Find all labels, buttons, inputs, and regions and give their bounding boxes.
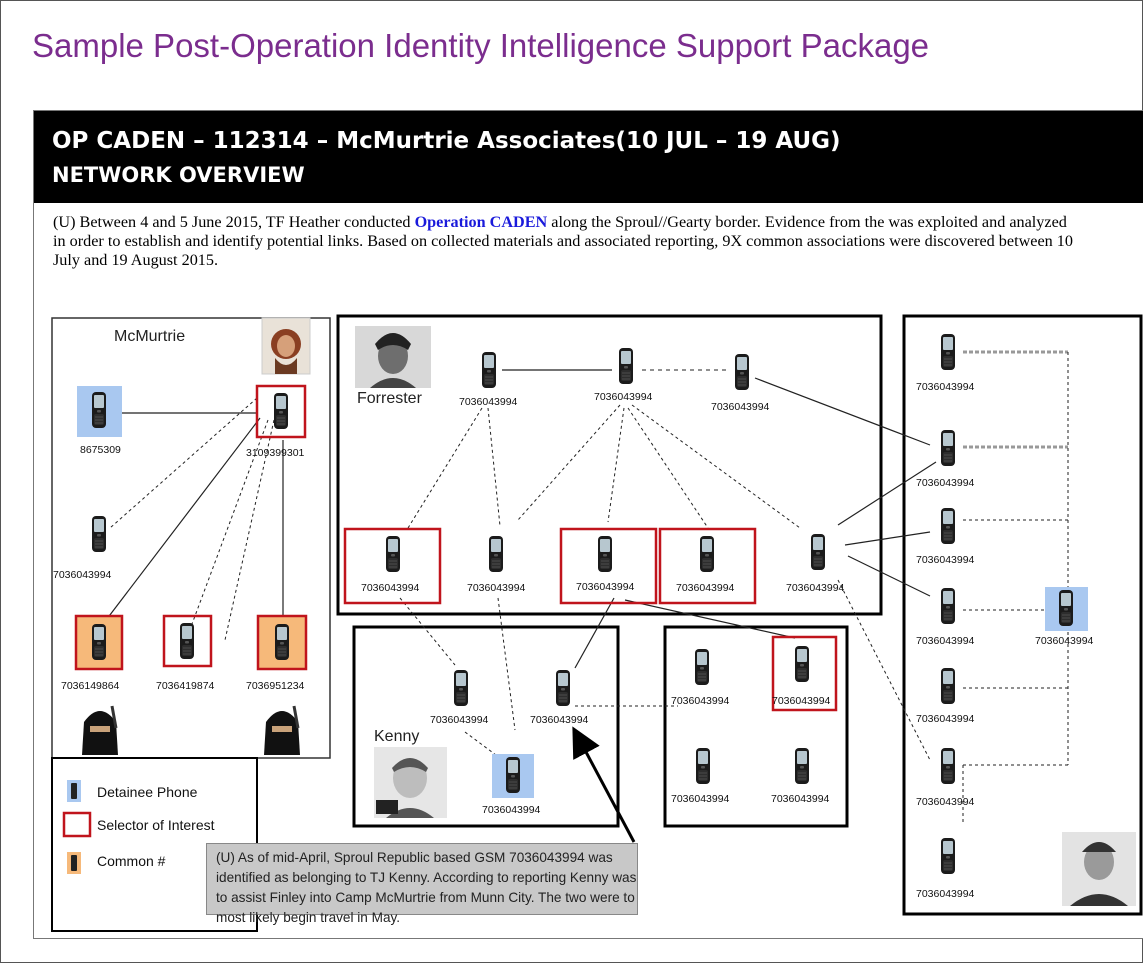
mobile-phone-icon: [694, 648, 710, 686]
mobile-phone-icon: [940, 333, 956, 371]
masked-person-photo: [80, 705, 120, 755]
legend-common: Common #: [97, 853, 166, 869]
node-label: 7036043994: [676, 582, 735, 594]
node-label: 3109399301: [246, 447, 305, 459]
mobile-phone-icon: [274, 623, 290, 661]
node-label: 7036043994: [671, 695, 730, 707]
summary-text-before: (U) Between 4 and 5 June 2015, TF Heathe…: [53, 213, 415, 231]
masked-person-photo: [262, 705, 302, 755]
node-label: 7036043994: [916, 713, 975, 725]
node-label: 7036043994: [530, 714, 589, 726]
mobile-phone-icon: [453, 669, 469, 707]
mobile-phone-icon: [1058, 589, 1074, 627]
mobile-phone-icon: [91, 391, 107, 429]
summary-paragraph: (U) Between 4 and 5 June 2015, TF Heathe…: [53, 213, 1083, 270]
mobile-phone-icon: [488, 535, 504, 573]
mobile-phone-icon: [940, 667, 956, 705]
mcmurtrie-links: [99, 397, 284, 641]
legend: Detainee Phone Selector of Interest Comm…: [62, 780, 215, 874]
mobile-phone-icon: [505, 756, 521, 794]
callout-box: (U) As of mid-April, Sproul Republic bas…: [206, 843, 638, 925]
b-selector-highlight: [771, 635, 838, 712]
kenny-group-frame: [352, 625, 620, 828]
node-label: 7036043994: [786, 582, 845, 594]
node-label: 7036043994: [916, 796, 975, 808]
operation-name: Operation CADEN: [414, 213, 548, 231]
node-label: 7036149864: [61, 680, 120, 692]
mobile-phone-icon: [555, 669, 571, 707]
mobile-phone-icon: [618, 347, 634, 385]
package-panel: [33, 110, 1143, 939]
mobile-phone-icon: [273, 392, 289, 430]
mcmurtrie-photo: [261, 317, 311, 375]
forrester-photo: [355, 326, 431, 388]
mobile-phone-icon: [810, 533, 826, 571]
mc-selector2-highlight: [162, 614, 213, 668]
node-label: 7036043994: [916, 554, 975, 566]
node-label: 7036043994: [467, 582, 526, 594]
mobile-phone-icon: [940, 837, 956, 875]
banner-title: OP CADEN – 112314 – McMurtrie Associates…: [52, 128, 841, 154]
node-label: 7036419874: [156, 680, 215, 692]
node-label: 7036043994: [671, 793, 730, 805]
mcmurtrie-label: McMurtrie: [114, 328, 185, 345]
node-label: 7036043994: [482, 804, 541, 816]
node-label: 7036043994: [916, 635, 975, 647]
f-selector-highlight: [559, 527, 658, 605]
legend-selector: Selector of Interest: [97, 817, 215, 833]
header-banner: OP CADEN – 112314 – McMurtrie Associates…: [34, 111, 1143, 203]
legend-detainee: Detainee Phone: [97, 784, 198, 800]
mobile-phone-icon: [695, 747, 711, 785]
page-title: Sample Post-Operation Identity Intellige…: [32, 27, 930, 64]
node-label: 7036043994: [576, 581, 635, 593]
mobile-phone-icon: [940, 507, 956, 545]
node-label: 8675309: [80, 444, 121, 456]
right-links: [962, 350, 1069, 822]
node-label: 7036951234: [246, 680, 305, 692]
node-label: 7036043994: [459, 396, 518, 408]
mc-selector-highlight: [255, 384, 307, 439]
forrester-label: Forrester: [357, 390, 423, 407]
banner-subtitle: NETWORK OVERVIEW: [52, 163, 305, 187]
node-label: 7036043994: [361, 582, 420, 594]
mobile-phone-icon: [385, 535, 401, 573]
node-label: 7036043994: [916, 381, 975, 393]
mobile-phone-icon: [940, 747, 956, 785]
kenny-photo: [374, 747, 447, 818]
summary-text-after: along the Sproul//Gearty border. Evidenc…: [53, 213, 1073, 269]
mobile-phone-icon: [794, 747, 810, 785]
node-label: 7036043994: [916, 888, 975, 900]
kenny-label: Kenny: [374, 728, 419, 745]
node-label: 7036043994: [1035, 635, 1094, 647]
right-group-frame: [902, 314, 1143, 916]
forrester-links: [399, 369, 937, 761]
mobile-phone-icon: [597, 535, 613, 573]
mobile-phone-icon: [481, 351, 497, 389]
mobile-phone-icon: [794, 645, 810, 683]
mobile-phone-icon: [91, 623, 107, 661]
forrester-group-frame: [336, 314, 883, 616]
f-selector-highlight: [658, 527, 757, 605]
associates-group-frame: [663, 625, 849, 828]
node-label: 7036043994: [771, 793, 830, 805]
mobile-phone-icon: [91, 515, 107, 553]
mobile-phone-icon: [940, 429, 956, 467]
right-person-photo: [1062, 832, 1136, 906]
node-label: 7036043994: [916, 477, 975, 489]
callout-text: (U) As of mid-April, Sproul Republic bas…: [216, 850, 637, 925]
node-label: 7036043994: [594, 391, 653, 403]
f-selector-highlight: [343, 527, 442, 605]
mobile-phone-icon: [179, 622, 195, 660]
node-label: 7036043994: [430, 714, 489, 726]
node-label: 7036043994: [772, 695, 831, 707]
node-label: 7036043994: [53, 569, 112, 581]
callout-arrow: [572, 726, 636, 843]
mobile-phone-icon: [699, 535, 715, 573]
node-label: 7036043994: [711, 401, 770, 413]
mobile-phone-icon: [940, 587, 956, 625]
mobile-phone-icon: [734, 353, 750, 391]
